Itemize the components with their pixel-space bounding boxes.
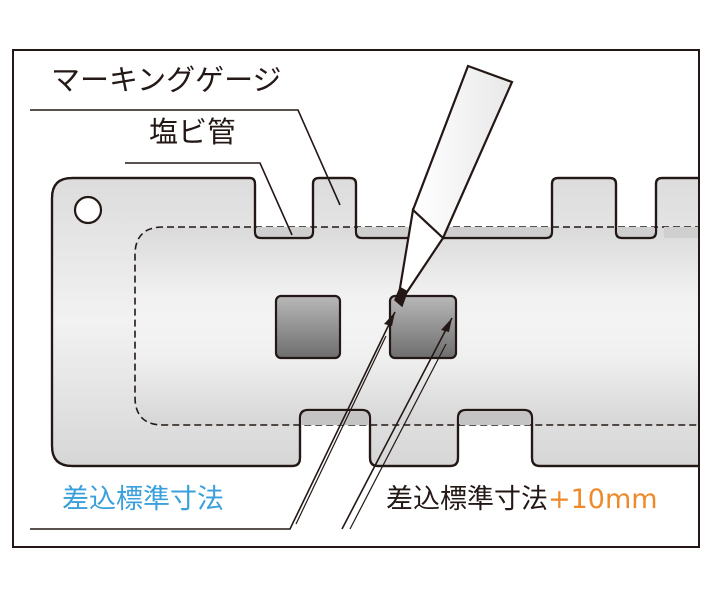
marking-gauge-label: マーキングゲージ: [51, 63, 282, 97]
pipe-in-notch: [302, 412, 368, 425]
pipe-in-notch: [664, 227, 698, 238]
pipe-in-notch: [358, 227, 550, 238]
standard-depth-window: [274, 294, 342, 360]
standard-depth-plus-label: 差込標準寸法+10mm: [386, 486, 658, 513]
pvc-pipe-label: 塩ビ管: [149, 115, 237, 149]
plus-10mm-suffix: +10mm: [548, 484, 658, 515]
arrowhead: [441, 318, 452, 332]
hanging-hole: [73, 195, 103, 225]
arrowhead: [384, 312, 395, 326]
leader-standard-depth-plus: [341, 317, 453, 530]
leader-marking-gauge: [30, 109, 341, 206]
leader-pvc-pipe: [125, 162, 293, 236]
pipe-in-notch: [618, 227, 654, 238]
standard-depth-plus-text: 差込標準寸法: [386, 484, 548, 515]
marker-pen: [394, 64, 514, 308]
pipe-in-notch: [257, 227, 311, 238]
pipe-in-notch: [460, 412, 530, 425]
standard-depth-label: 差込標準寸法: [62, 484, 224, 515]
leader-standard-depth: [30, 311, 396, 530]
